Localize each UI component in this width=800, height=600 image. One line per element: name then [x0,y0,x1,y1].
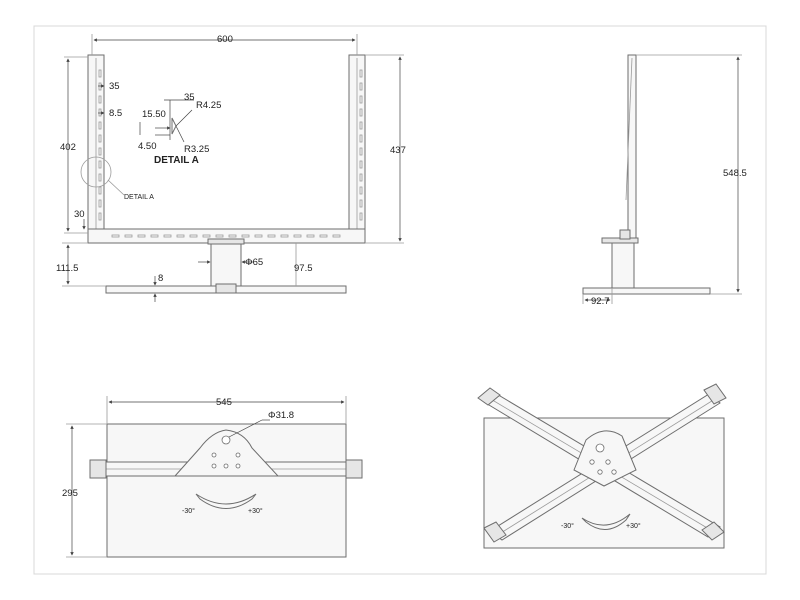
detail-dim-35: 35 [184,92,195,103]
upright-slot [98,147,102,156]
upright-slot [359,147,363,156]
upright-slot [98,82,102,91]
column-collar [207,238,245,245]
side-knob [619,229,631,240]
iso-rotation-right: +30° [626,522,641,530]
iso-cap-tr [703,383,727,405]
upright-slot [359,69,363,78]
side-upright [627,54,637,240]
rail-slot [241,234,250,238]
dim-offset-8-5: 8.5 [109,108,122,119]
iso-cap-br [701,521,725,541]
upright-slot [359,212,363,221]
rail-slot [176,234,185,238]
upright-slot [98,186,102,195]
rail-slot [215,234,224,238]
upright-slot [98,95,102,104]
upright-slot [359,199,363,208]
side-dim-548-5: 548.5 [723,168,747,179]
dim-base-offset-97-5: 97.5 [294,263,313,274]
side-column [611,242,635,289]
dim-offset-35: 35 [109,81,120,92]
upright-slots [98,69,363,221]
detail-a-callout: DETAIL A [124,194,154,201]
column-foot [215,283,237,294]
upright-slot [98,199,102,208]
upright-slot [359,121,363,130]
rail-slot [163,234,172,238]
upright-slot [98,173,102,182]
dim-column-diameter: Φ65 [245,257,263,268]
dim-height-402: 402 [60,142,76,153]
upright-slot [98,212,102,221]
upright-slot [98,69,102,78]
dim-height-437: 437 [390,145,406,156]
detail-dim-15-50: 15.50 [142,109,166,120]
dim-rail-30: 30 [74,209,85,220]
detail-dim-r3-25: R3.25 [184,144,209,155]
rail-slot [280,234,289,238]
rail-slot [202,234,211,238]
rail-slot [254,234,263,238]
upright-slot [359,82,363,91]
upright-slot [359,173,363,182]
upright-slot [359,186,363,195]
dim-plate-8: 8 [158,273,163,284]
detail-dim-r4-25: R4.25 [196,100,221,111]
top-rotation-left: -30° [182,507,195,515]
detail-a-title: DETAIL A [154,155,199,166]
iso-rotation-left: -30° [561,522,574,530]
rail-slot [228,234,237,238]
rail-slot [306,234,315,238]
side-view: 548.5 92.7 [582,54,747,307]
side-base-plate [582,287,711,295]
top-dim-295: 295 [62,488,78,499]
top-crossbar-end-left [89,459,107,479]
rail-slot [267,234,276,238]
rail-slot [319,234,328,238]
top-dim-hole: Φ31.8 [268,410,294,421]
iso-view: -30° +30° [477,383,727,549]
dim-base-111-5: 111.5 [56,263,78,274]
upright-slot [359,95,363,104]
side-dim-92-7: 92.7 [591,296,610,307]
dim-width-600: 600 [217,34,233,45]
iso-cap-tl [477,387,501,406]
rail-slot [111,234,120,238]
top-dim-545: 545 [216,397,232,408]
sheet-border [33,25,767,575]
rail-slot [137,234,146,238]
upright-slot [98,134,102,143]
top-hole-center [221,435,231,445]
upright-slot [359,108,363,117]
rail-slots [111,234,341,238]
top-rotation-right: +30° [248,507,263,515]
top-view: -30° +30° 545 295 Φ31.8 [62,396,363,558]
upright-slot [359,134,363,143]
top-mount-plate [173,429,280,477]
iso-center-hub [573,430,637,487]
column [210,242,242,287]
rail-slot [189,234,198,238]
front-view: DETAIL A 600 402 35 8.5 30 437 111.5 [56,34,406,302]
detail-dim-4-50: 4.50 [138,141,157,152]
iso-cap-bl [483,521,507,543]
upright-slot [98,121,102,130]
iso-rotation-arc [581,513,631,530]
detail-a-circle [80,156,112,188]
upright-slot [98,108,102,117]
top-crossbar-end-right [345,459,363,479]
rail-slot [150,234,159,238]
upright-slot [98,160,102,169]
rail-slot [293,234,302,238]
detail-a-view: 35 15.50 4.50 R4.25 R3.25 DETAIL A [138,92,221,166]
upright-slot [359,160,363,169]
rail-slot [124,234,133,238]
rail-slot [332,234,341,238]
top-rotation-arc [195,493,257,509]
